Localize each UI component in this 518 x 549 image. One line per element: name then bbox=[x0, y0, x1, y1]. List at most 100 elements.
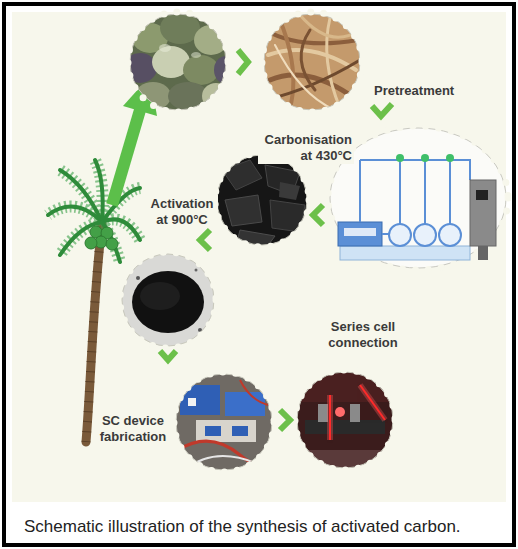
pyrolysis-apparatus-part-part bbox=[382, 233, 389, 235]
step-chevron-part bbox=[238, 50, 248, 74]
husk-fibre-photo-part-part bbox=[262, 12, 362, 112]
pyrolysis-apparatus-part bbox=[360, 160, 470, 234]
coconut-tree-part bbox=[85, 226, 118, 250]
caption-holder: Schematic illustration of the synthesis … bbox=[24, 517, 510, 537]
step-label-holder: Pretreatment bbox=[372, 81, 464, 100]
activated-carbon-powder-photo-part bbox=[120, 252, 216, 348]
step-label-holder: SC device fabrication bbox=[94, 412, 172, 445]
led-demo-photo-part-part bbox=[360, 385, 385, 420]
pyrolysis-apparatus-part-part bbox=[424, 160, 426, 224]
coconut-tree-part bbox=[86, 224, 102, 442]
step-chevron-part bbox=[200, 230, 210, 250]
led-demo-photo-part bbox=[295, 370, 395, 470]
husk-fibre-photo-part-part bbox=[327, 18, 340, 108]
pyrolysis-apparatus-part bbox=[396, 154, 454, 162]
coconuts-photo-part bbox=[128, 12, 228, 112]
coconuts-photo bbox=[123, 12, 238, 112]
charcoal-photo-part-part bbox=[222, 160, 262, 190]
coconuts-photo-part-part bbox=[183, 55, 219, 85]
step-label-holder: Carbonisation at 430°C bbox=[258, 131, 354, 164]
coconuts-photo-part-part bbox=[159, 44, 171, 52]
husk-fibre-photo-part bbox=[262, 12, 362, 112]
pyrolysis-apparatus-part bbox=[470, 180, 496, 246]
husk-fibre-photo bbox=[262, 12, 362, 112]
led-demo-photo-part-part bbox=[360, 385, 385, 420]
activated-carbon-powder-photo-part bbox=[120, 252, 216, 348]
pyrolysis-apparatus-part-part bbox=[449, 160, 451, 224]
pyrolysis-apparatus-part bbox=[344, 228, 376, 236]
pyrolysis-apparatus-part-part bbox=[359, 160, 361, 222]
coconut-tree-part-part bbox=[106, 238, 118, 250]
charcoal-photo-part-part bbox=[279, 182, 300, 200]
figure-caption: Schematic illustration of the synthesis … bbox=[24, 517, 510, 537]
coconut-tree-part-part bbox=[102, 219, 140, 240]
step-chevron-part bbox=[372, 104, 392, 116]
led-demo-photo-part-part bbox=[335, 407, 345, 417]
led-demo-photo-part-part bbox=[327, 395, 333, 440]
step-chevron bbox=[160, 50, 392, 430]
supercapacitor-device-photo-part-part bbox=[232, 426, 248, 436]
charcoal-photo-part-part bbox=[225, 195, 262, 226]
supercapacitor-device-photo-part bbox=[174, 372, 274, 472]
coconut-tree-part-part bbox=[95, 160, 103, 222]
pyrolysis-apparatus-part bbox=[476, 190, 488, 200]
charcoal-photo-part-part bbox=[215, 153, 310, 248]
pyrolysis-apparatus-part bbox=[330, 128, 506, 268]
activated-carbon-powder-photo-part-part bbox=[120, 252, 216, 348]
activated-carbon-powder-photo bbox=[120, 252, 216, 348]
pyrolysis-apparatus-part-part bbox=[446, 154, 454, 162]
step-chevron-part bbox=[160, 351, 176, 360]
activated-carbon-powder-photo-part-part bbox=[195, 269, 198, 272]
charcoal-photo-part bbox=[215, 153, 309, 247]
supercapacitor-device-photo-part-part bbox=[225, 392, 265, 416]
pyrolysis-apparatus-part-part bbox=[399, 160, 401, 224]
led-demo-photo-part-part bbox=[350, 404, 360, 422]
led-demo-photo bbox=[295, 370, 395, 470]
charcoal-photo bbox=[215, 153, 310, 248]
step-chevron-part bbox=[313, 205, 323, 225]
coconut-tree-part-part bbox=[102, 219, 140, 240]
led-demo-photo-part-part bbox=[305, 420, 385, 434]
harvest-arrow-part bbox=[112, 110, 140, 205]
pyrolysis-apparatus-part bbox=[478, 246, 488, 260]
supercapacitor-device-photo bbox=[174, 372, 274, 472]
supercapacitor-device-photo-part-part bbox=[240, 380, 268, 405]
frame-part bbox=[4, 4, 514, 545]
step-label: Carbonisation at 430°C bbox=[258, 131, 354, 164]
step-label-holder: Series cell connection bbox=[320, 318, 406, 351]
step-label: Series cell connection bbox=[320, 318, 406, 351]
coconuts-photo-part-part bbox=[194, 25, 228, 55]
supercapacitor-device-photo-part-part bbox=[188, 398, 196, 406]
coconut-tree-part-part bbox=[85, 237, 97, 249]
pyrolysis-apparatus-part bbox=[328, 126, 508, 270]
pyrolysis-apparatus-part-part bbox=[389, 224, 411, 246]
husk-fibre-photo-part bbox=[262, 12, 362, 112]
step-label: Activation at 900°C bbox=[146, 195, 218, 228]
step-label-holder: Activation at 900°C bbox=[146, 195, 218, 228]
pyrolysis-apparatus-part-part bbox=[360, 160, 470, 180]
pyrolysis-apparatus-part-part bbox=[439, 224, 461, 246]
husk-fibre-photo-part-part bbox=[265, 60, 360, 100]
charcoal-photo-part bbox=[215, 153, 310, 248]
pyrolysis-apparatus-part-part bbox=[414, 224, 436, 246]
pyrolysis-apparatus-part bbox=[338, 222, 382, 246]
activated-carbon-powder-photo-part-part bbox=[136, 276, 140, 280]
step-chevron-part bbox=[280, 410, 290, 430]
pyrolysis-apparatus bbox=[328, 126, 508, 270]
activated-carbon-powder-photo-part-part bbox=[132, 271, 204, 333]
husk-fibre-photo-part-part bbox=[301, 30, 315, 90]
pyrolysis-apparatus-part-part bbox=[421, 154, 429, 162]
led-demo-photo-part-part bbox=[318, 404, 328, 422]
coconuts-photo-part bbox=[123, 12, 238, 112]
step-label: Pretreatment bbox=[372, 82, 456, 100]
supercapacitor-device-photo-part-part bbox=[205, 426, 221, 436]
coconut-tree-part bbox=[86, 224, 102, 442]
coconuts-photo-part-part bbox=[191, 52, 201, 58]
pyrolysis-apparatus-part bbox=[340, 246, 470, 260]
frame-part bbox=[12, 12, 506, 502]
husk-fibre-photo-part-part bbox=[268, 50, 356, 70]
pyrolysis-apparatus-part-part bbox=[396, 154, 404, 162]
activated-carbon-powder-photo-part-part bbox=[140, 282, 180, 310]
